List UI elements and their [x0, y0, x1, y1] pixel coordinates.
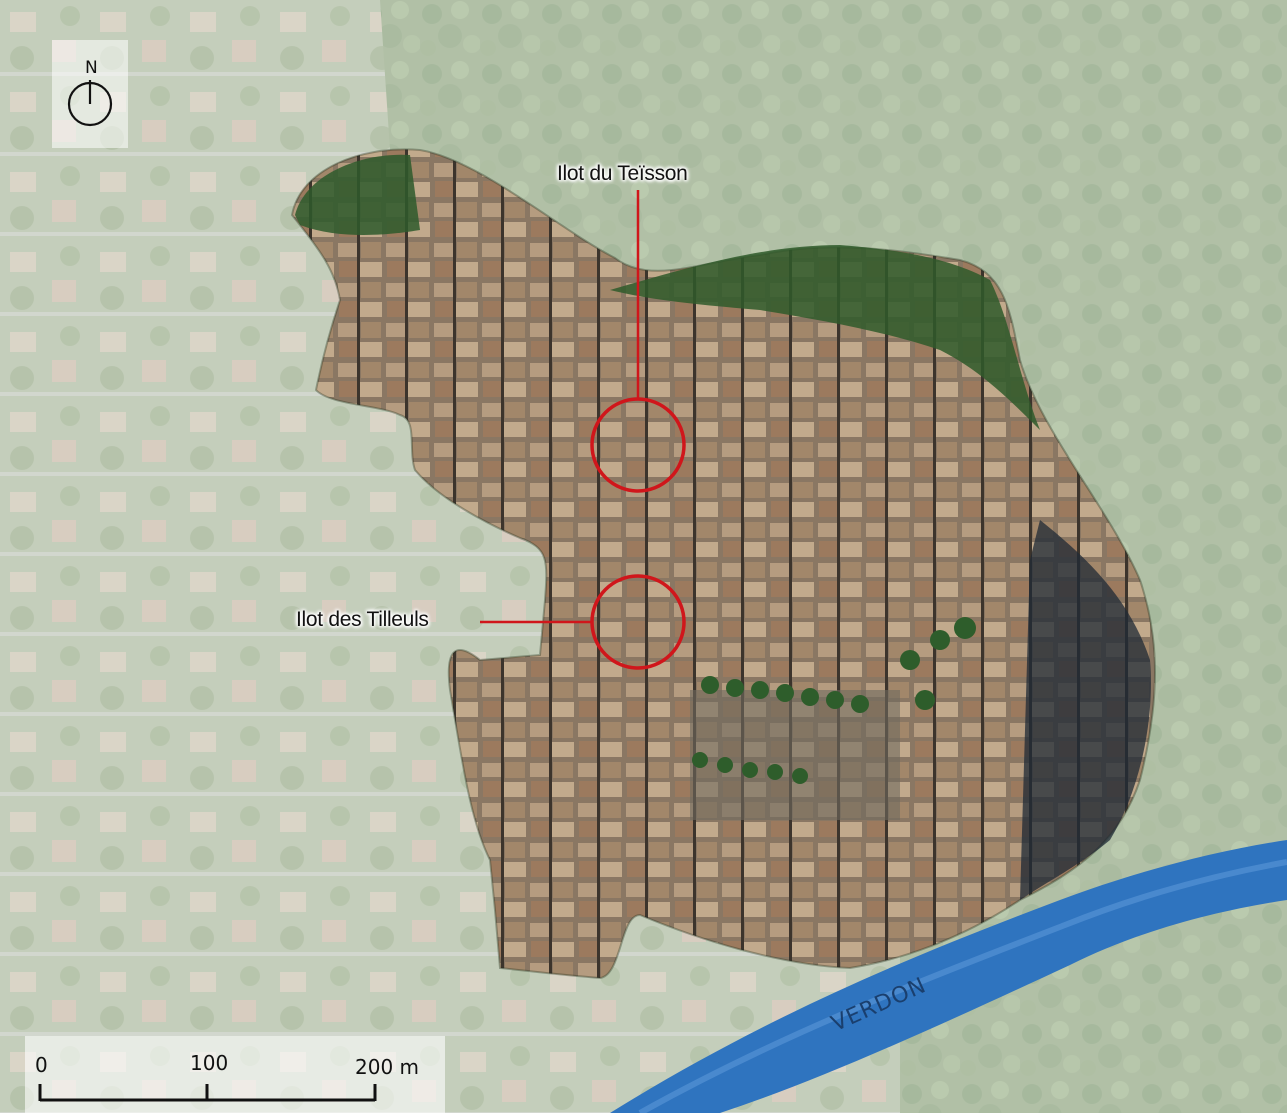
old-town-area	[292, 149, 1155, 978]
north-arrow	[52, 40, 128, 148]
tilleuls-circle	[590, 574, 686, 670]
label-ilot-du-teisson: Ilot du Teïsson	[557, 162, 688, 185]
scale-label-200m: 200 m	[355, 1055, 420, 1079]
label-ilot-des-tilleuls: Ilot des Tilleuls	[296, 608, 429, 631]
scale-label-100: 100	[190, 1051, 229, 1075]
scale-label-0: 0	[35, 1053, 48, 1077]
teisson-circle	[590, 397, 686, 493]
scale-bar	[25, 1036, 445, 1113]
north-letter: N	[85, 58, 98, 78]
